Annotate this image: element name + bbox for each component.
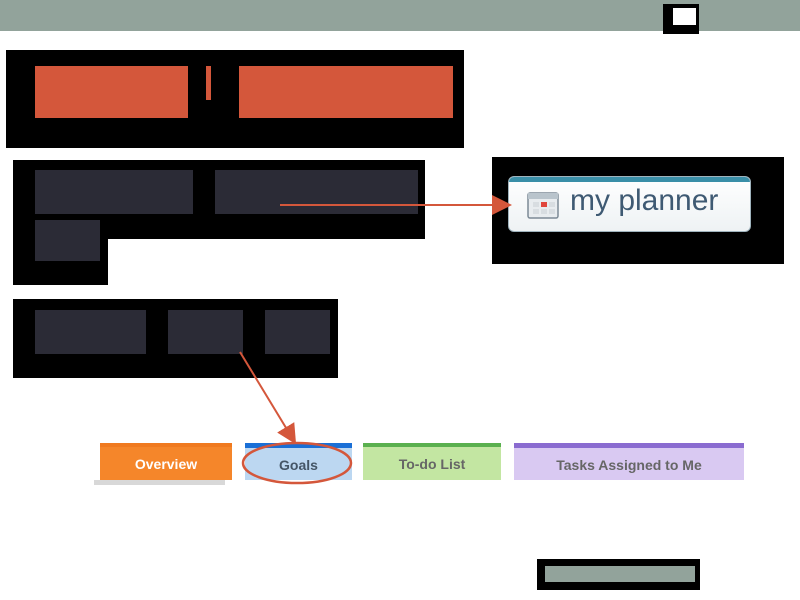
- close-icon-inner: [673, 8, 696, 25]
- redacted-item-5[interactable]: [168, 310, 243, 354]
- redacted-item-3[interactable]: [35, 220, 100, 261]
- calendar-icon: [526, 190, 560, 220]
- my-planner-label: my planner: [570, 184, 719, 217]
- redacted-divider: [206, 66, 211, 100]
- redacted-item-4[interactable]: [35, 310, 146, 354]
- tab-tasks-assigned[interactable]: Tasks Assigned to Me: [514, 443, 744, 480]
- tab-tasks-assigned-label: Tasks Assigned to Me: [556, 457, 702, 473]
- tab-overview-label: Overview: [134, 456, 198, 472]
- arrow-to-goals: [239, 351, 297, 445]
- tab-todo-list[interactable]: To-do List: [363, 443, 501, 480]
- redacted-item-2[interactable]: [215, 170, 418, 214]
- redacted-button-1[interactable]: [35, 66, 188, 118]
- tab-underline: [94, 480, 225, 485]
- tab-overview[interactable]: Overview: [100, 443, 232, 480]
- redacted-item-6[interactable]: [265, 310, 330, 354]
- tab-goals-label: Goals: [279, 457, 318, 473]
- goals-highlight-circle: [241, 441, 353, 485]
- redacted-item-1[interactable]: [35, 170, 193, 214]
- redacted-footer-inner: [545, 566, 695, 582]
- tab-todo-list-label: To-do List: [398, 456, 466, 472]
- redacted-button-2[interactable]: [239, 66, 453, 118]
